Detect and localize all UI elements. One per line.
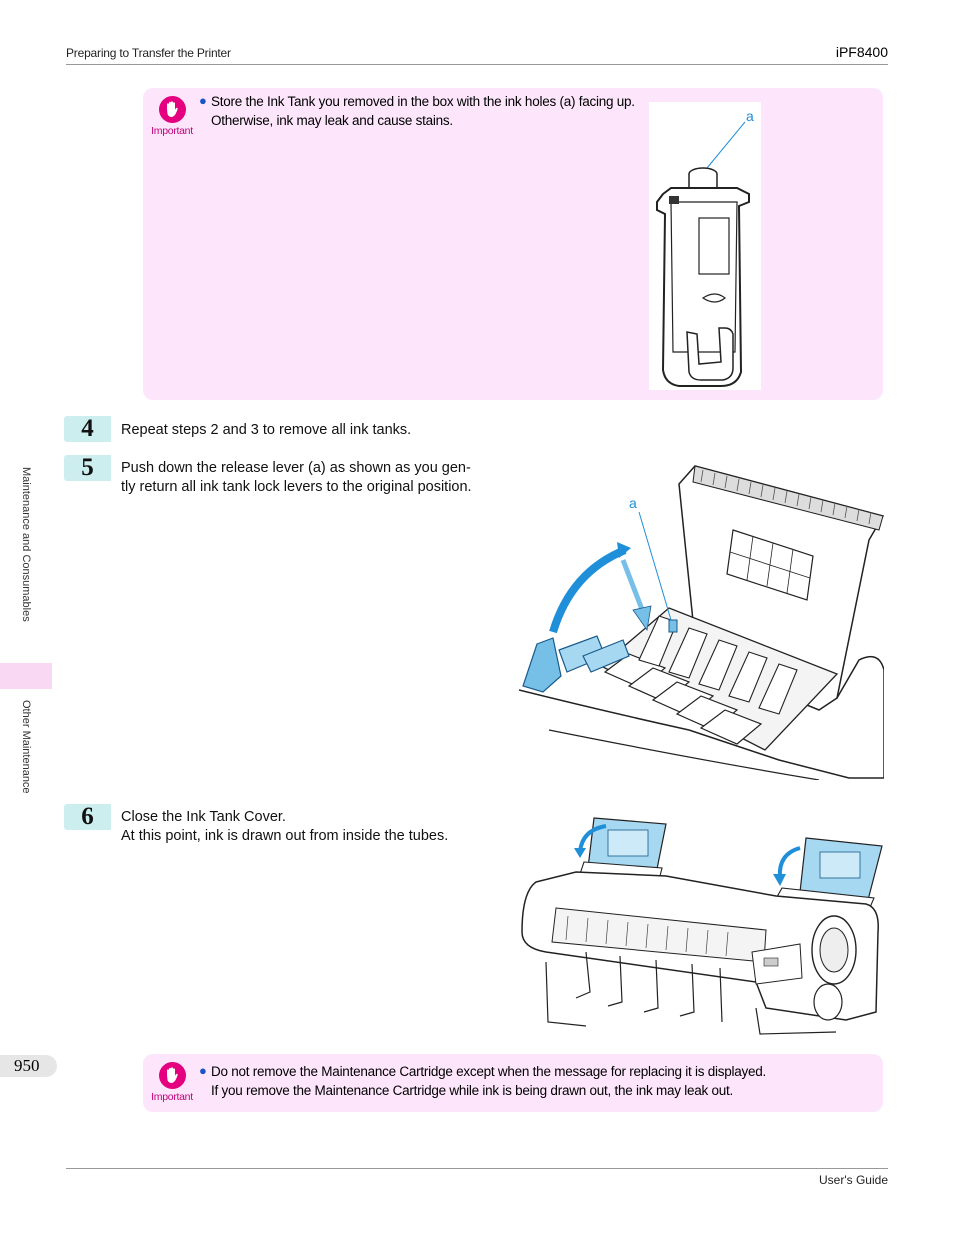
step-6-text: Close the Ink Tank Cover. At this point,… <box>121 808 511 846</box>
sidebar-section-link[interactable]: Other Maintenance <box>20 700 32 794</box>
figure-label-a: a <box>629 495 637 511</box>
ink-tank-illustration: a <box>649 102 761 390</box>
important-note-ink-storage: Important ●Store the Ink Tank you remove… <box>143 88 883 400</box>
figure-label-a: a <box>746 108 754 124</box>
step-6-line-1: Close the Ink Tank Cover. <box>121 809 286 825</box>
important-note-maintenance-cartridge: Important ●Do not remove the Maintenance… <box>143 1054 883 1112</box>
important-list: ●Store the Ink Tank you removed in the b… <box>199 92 649 130</box>
footer-divider <box>66 1168 888 1169</box>
running-header-section: Preparing to Transfer the Printer <box>66 46 231 60</box>
sidebar-chapter-link[interactable]: Maintenance and Consumables <box>20 467 32 622</box>
bullet-icon: ● <box>199 93 207 108</box>
list-item: ●Store the Ink Tank you removed in the b… <box>199 93 635 128</box>
hand-stop-icon <box>158 1062 186 1089</box>
step-4-text: Repeat steps 2 and 3 to remove all ink t… <box>121 422 412 438</box>
ink-tank-cover-open-illustration: a <box>518 460 885 781</box>
important-icon-group: Important <box>151 1062 193 1103</box>
step-number-5: 5 <box>64 455 112 481</box>
step-6-line-2: At this point, ink is drawn out from ins… <box>121 828 449 844</box>
step-number-6: 6 <box>64 804 112 830</box>
important-icon-group: Important <box>151 96 193 137</box>
step-5-line-1: Push down the release lever (a) as shown… <box>121 460 471 476</box>
sidebar-active-tab <box>0 663 52 689</box>
header-divider <box>66 64 888 65</box>
step-5-text: Push down the release lever (a) as shown… <box>121 459 511 497</box>
footer-guide-title: User's Guide <box>819 1173 888 1187</box>
list-item: ●Do not remove the Maintenance Cartridge… <box>199 1063 767 1098</box>
important-list: ●Do not remove the Maintenance Cartridge… <box>199 1062 859 1100</box>
bullet-icon: ● <box>199 1063 207 1078</box>
important-label: Important <box>151 1091 193 1103</box>
step-number-4: 4 <box>64 416 112 442</box>
important-label: Important <box>151 125 193 137</box>
step-5-line-2: tly return all ink tank lock levers to t… <box>121 479 472 495</box>
page-number: 950 <box>0 1055 57 1077</box>
running-header-model: iPF8400 <box>835 44 888 60</box>
printer-cover-closing-illustration <box>516 812 883 1040</box>
hand-stop-icon <box>158 96 186 123</box>
